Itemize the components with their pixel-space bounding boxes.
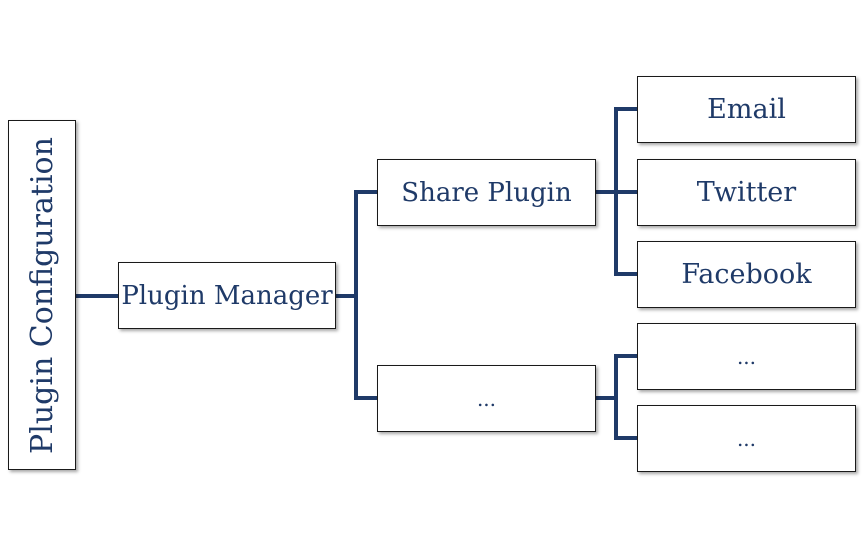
- share-plugin-label: Share Plugin: [401, 177, 572, 208]
- plugin-configuration-label: Plugin Configuration: [24, 136, 60, 454]
- email-label: Email: [707, 94, 786, 125]
- plugin-configuration-node: Plugin Configuration: [8, 120, 76, 470]
- other-plugin-node: ...: [377, 365, 596, 432]
- other-target-node: ...: [637, 323, 856, 390]
- other-target-label: ...: [736, 344, 757, 369]
- twitter-node: Twitter: [637, 159, 856, 226]
- other-target-node: ...: [637, 405, 856, 472]
- email-node: Email: [637, 76, 856, 143]
- share-plugin-node: Share Plugin: [377, 159, 596, 226]
- other-plugin-label: ...: [476, 386, 497, 411]
- other-target-label: ...: [736, 426, 757, 451]
- facebook-node: Facebook: [637, 241, 856, 308]
- plugin-manager-label: Plugin Manager: [121, 280, 333, 311]
- twitter-label: Twitter: [696, 177, 797, 208]
- plugin-manager-node: Plugin Manager: [118, 262, 336, 329]
- facebook-label: Facebook: [681, 259, 812, 290]
